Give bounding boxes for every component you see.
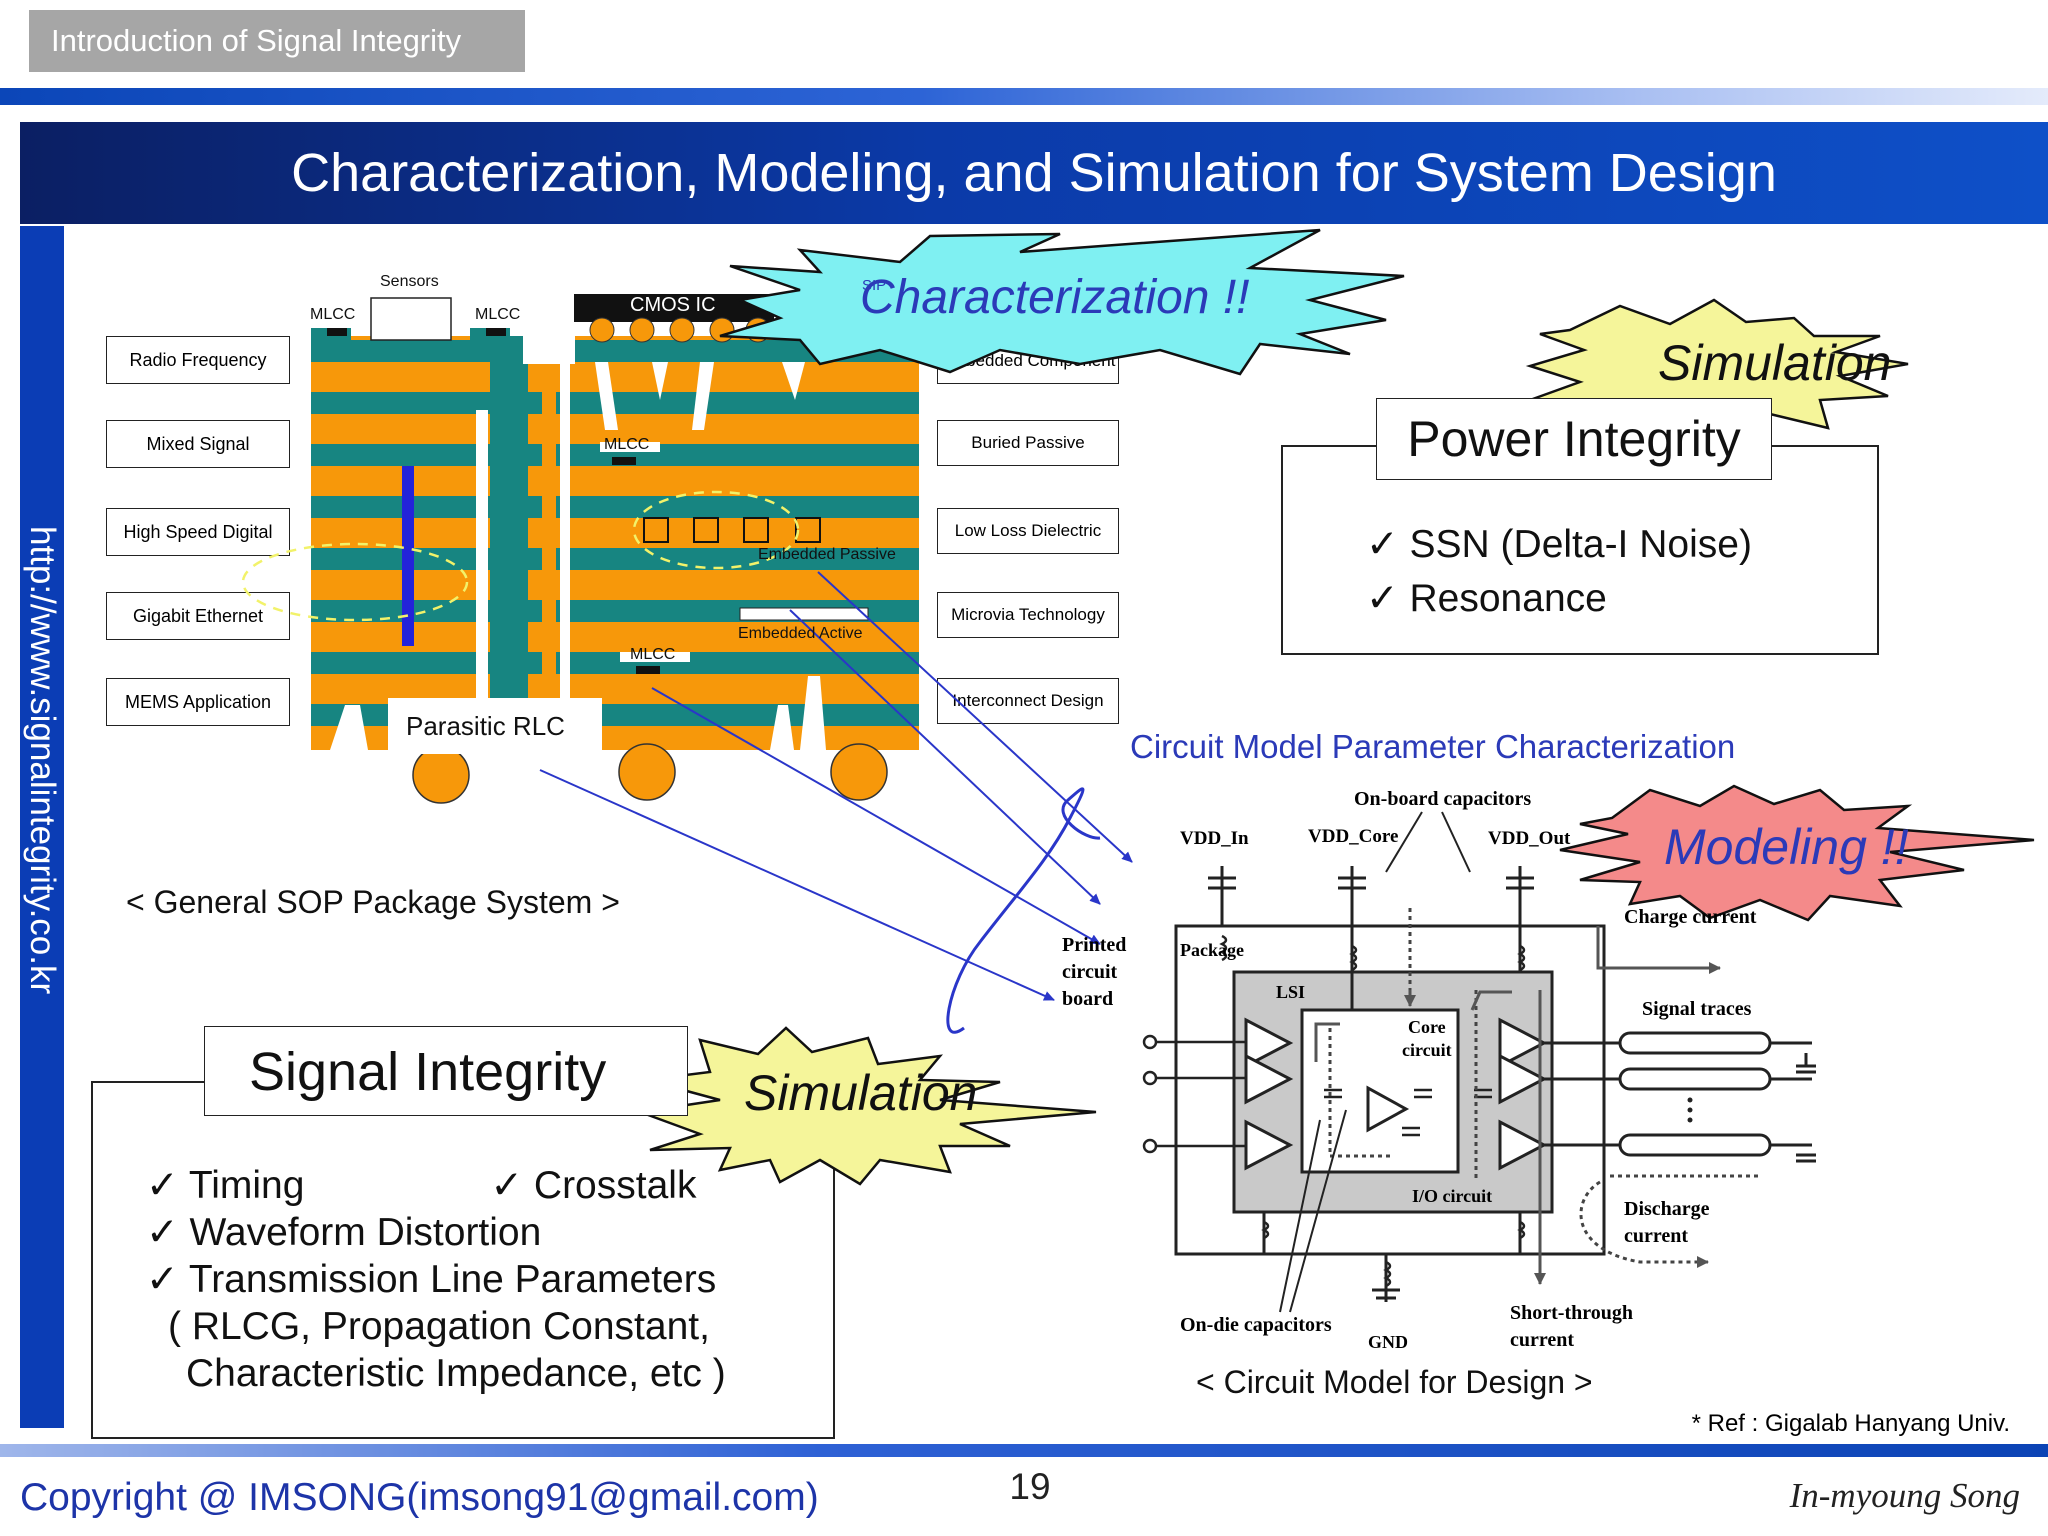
sensors-label: Sensors [380,273,439,290]
modeling-burst [1559,784,2035,922]
onboard-label: On-board capacitors [1354,788,1532,810]
signal-integrity-title: Signal Integrity [204,1026,688,1116]
vdd-in-label: VDD_In [1180,828,1249,849]
si-item-crosstalk: ✓ Crosstalk [490,1164,697,1207]
reference-note: * Ref : Gigalab Hanyang Univ. [1691,1410,2010,1437]
circuit-model-diagram [1142,811,1816,1313]
io-circuit-label: I/O circuit [1412,1186,1493,1206]
author-name: In-myoung Song [1789,1476,2020,1515]
embedded-passive-label: Embedded Passive [758,546,896,563]
copyright-text: Copyright @ IMSONG(imsong91@gmail.com) [20,1476,819,1519]
ondie-label: On-die capacitors [1180,1314,1332,1336]
mlcc-right-label: MLCC [475,306,521,323]
label-high-speed-digital: High Speed Digital [106,508,290,556]
circuit-caption: < Circuit Model for Design > [1196,1364,1593,1400]
label-low-loss-dielectric: Low Loss Dielectric [937,508,1119,554]
power-integrity-list: ✓ SSN (Delta-I Noise) ✓ Resonance [1366,518,1752,626]
mlcc-left-label: MLCC [310,306,356,323]
vdd-core-label: VDD_Core [1308,826,1399,847]
vdd-out-label: VDD_Out [1488,828,1571,849]
pi-item-ssn: ✓ SSN (Delta-I Noise) [1366,523,1752,566]
pi-item-resonance: ✓ Resonance [1366,577,1607,620]
characterization-burst [719,228,1405,376]
page-number: 19 [1009,1466,1051,1507]
gnd-label: GND [1368,1332,1408,1352]
topic-label: Introduction of Signal Integrity [29,10,525,72]
top-band [0,88,2048,105]
label-microvia-technology: Microvia Technology [937,592,1119,638]
package-label: Package [1180,940,1244,960]
embedded-active-label: Embedded Active [738,625,863,642]
label-interconnect-design: Interconnect Design [937,678,1119,724]
sip-label: SIP [862,277,887,294]
simulation-signal-burst [639,1026,1097,1186]
label-buried-passive: Buried Passive [937,420,1119,466]
mlcc-inner-label-2: MLCC [630,646,676,663]
sidebar-bar [20,226,64,1428]
power-integrity-frame [1281,445,1879,655]
signal-traces-label: Signal traces [1642,998,1752,1020]
lsi-label: LSI [1276,982,1306,1002]
modeling-text: Modeling !! [1664,819,1909,875]
parasitic-rlc-label: Parasitic RLC [406,711,565,741]
si-note-line2: Characteristic Impedance, etc ) [186,1352,726,1395]
label-mems-application: MEMS Application [106,678,290,726]
sop-caption: < General SOP Package System > [126,884,620,920]
power-integrity-title: Power Integrity [1376,398,1772,480]
mlcc-inner-label-1: MLCC [604,436,650,453]
si-item-transmission: ✓ Transmission Line Parameters [146,1258,717,1301]
label-mixed-signal: Mixed Signal [106,420,290,468]
si-note-line1: ( RLCG, Propagation Constant, [168,1305,710,1348]
simulation-signal-text: Simulation [744,1065,978,1121]
bottom-band [0,1444,2048,1457]
connector-arrows [539,571,1133,1034]
signal-integrity-list: ✓ Timing ✓ Crosstalk ✓ Waveform Distortio… [146,1162,726,1397]
sidebar-url: http://www.signalintegrity.co.kr [23,526,62,995]
si-item-timing: ✓ Timing [146,1164,305,1207]
characterization-text: Characterization !! [860,271,1250,324]
si-item-waveform: ✓ Waveform Distortion [146,1211,542,1254]
label-radio-frequency: Radio Frequency [106,336,290,384]
cmos-ic-label: CMOS IC [630,294,716,316]
label-gigabit-ethernet: Gigabit Ethernet [106,592,290,640]
simulation-power-text: Simulation [1658,335,1892,391]
circuit-heading: Circuit Model Parameter Characterization [1130,728,1736,765]
slide-title: Characterization, Modeling, and Simulati… [20,122,2048,224]
charge-current-label: Charge current [1624,906,1757,928]
